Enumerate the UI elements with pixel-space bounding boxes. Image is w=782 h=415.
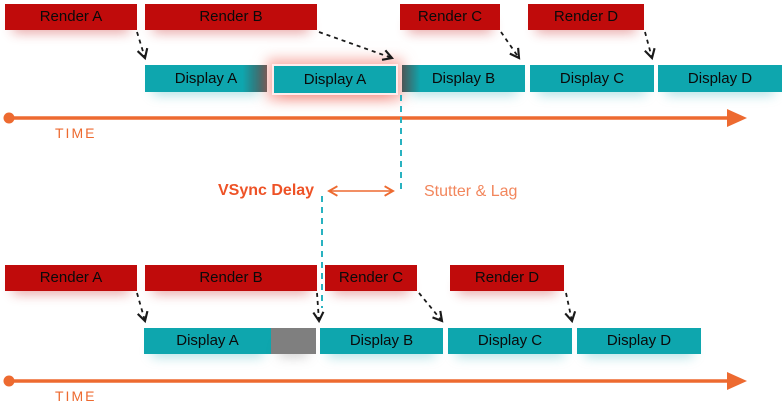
top-render-a-bar: Render A [5,4,137,30]
bottom-render-b-bar: Render B [145,265,317,291]
bottom-time-axis [3,372,747,390]
top-display-b-bar: Display B [402,65,525,92]
bottom-render-d-bar: Render D [450,265,564,291]
top-time-label: TIME [55,125,97,141]
bottom-display-d-bar: Display D [577,328,701,354]
bottom-time-label: TIME [55,388,97,404]
top-display-d-bar: Display D [658,65,782,92]
top-time-axis [3,109,747,127]
top-render-b-to-display-a-arrow [318,31,395,61]
top-render-c-to-display-c-arrow [500,31,521,60]
bottom-render-a-to-display-a-arrow [136,292,149,324]
bottom-render-c-to-display-c-arrow [418,292,444,323]
top-render-b-bar: Render B [145,4,317,30]
bottom-render-b-to-display-b-arrow [312,292,325,324]
stutter-lag-label: Stutter & Lag [424,183,518,200]
vsync-delay-label: VSync Delay [218,182,315,199]
top-render-d-to-display-d-arrow [644,31,656,61]
dropped-frame-block [271,328,316,354]
top-display-a-bar: Display A [145,65,267,92]
top-render-a-to-display-a-arrow [136,31,149,61]
bottom-display-c-bar: Display C [448,328,572,354]
bottom-render-d-to-display-d-arrow [564,292,577,324]
top-render-c-bar: Render C [400,4,500,30]
bottom-display-a-bar: Display A [144,328,271,354]
top-display-c-bar: Display C [530,65,654,92]
top-display-a-repeat-bar: Display A [272,64,398,95]
bottom-render-c-bar: Render C [325,265,417,291]
bottom-display-b-bar: Display B [320,328,443,354]
top-render-d-bar: Render D [528,4,644,30]
bottom-render-a-bar: Render A [5,265,137,291]
